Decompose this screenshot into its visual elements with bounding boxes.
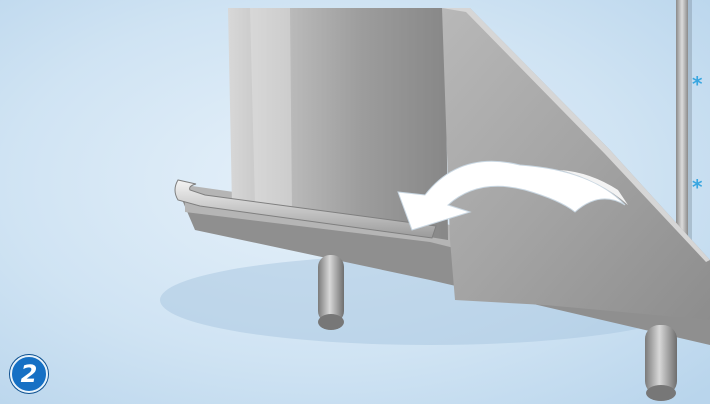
bag-highlight (250, 8, 292, 210)
asterisk-icon: * (692, 72, 702, 96)
step-number-badge: 2 (10, 355, 48, 393)
shelf-leg-right (645, 325, 677, 395)
asterisk-icon: * (692, 175, 702, 199)
shelf-leg-left (318, 255, 344, 323)
shelf-leg-left-foot (318, 314, 344, 330)
shelf-leg-right-foot (646, 385, 676, 401)
